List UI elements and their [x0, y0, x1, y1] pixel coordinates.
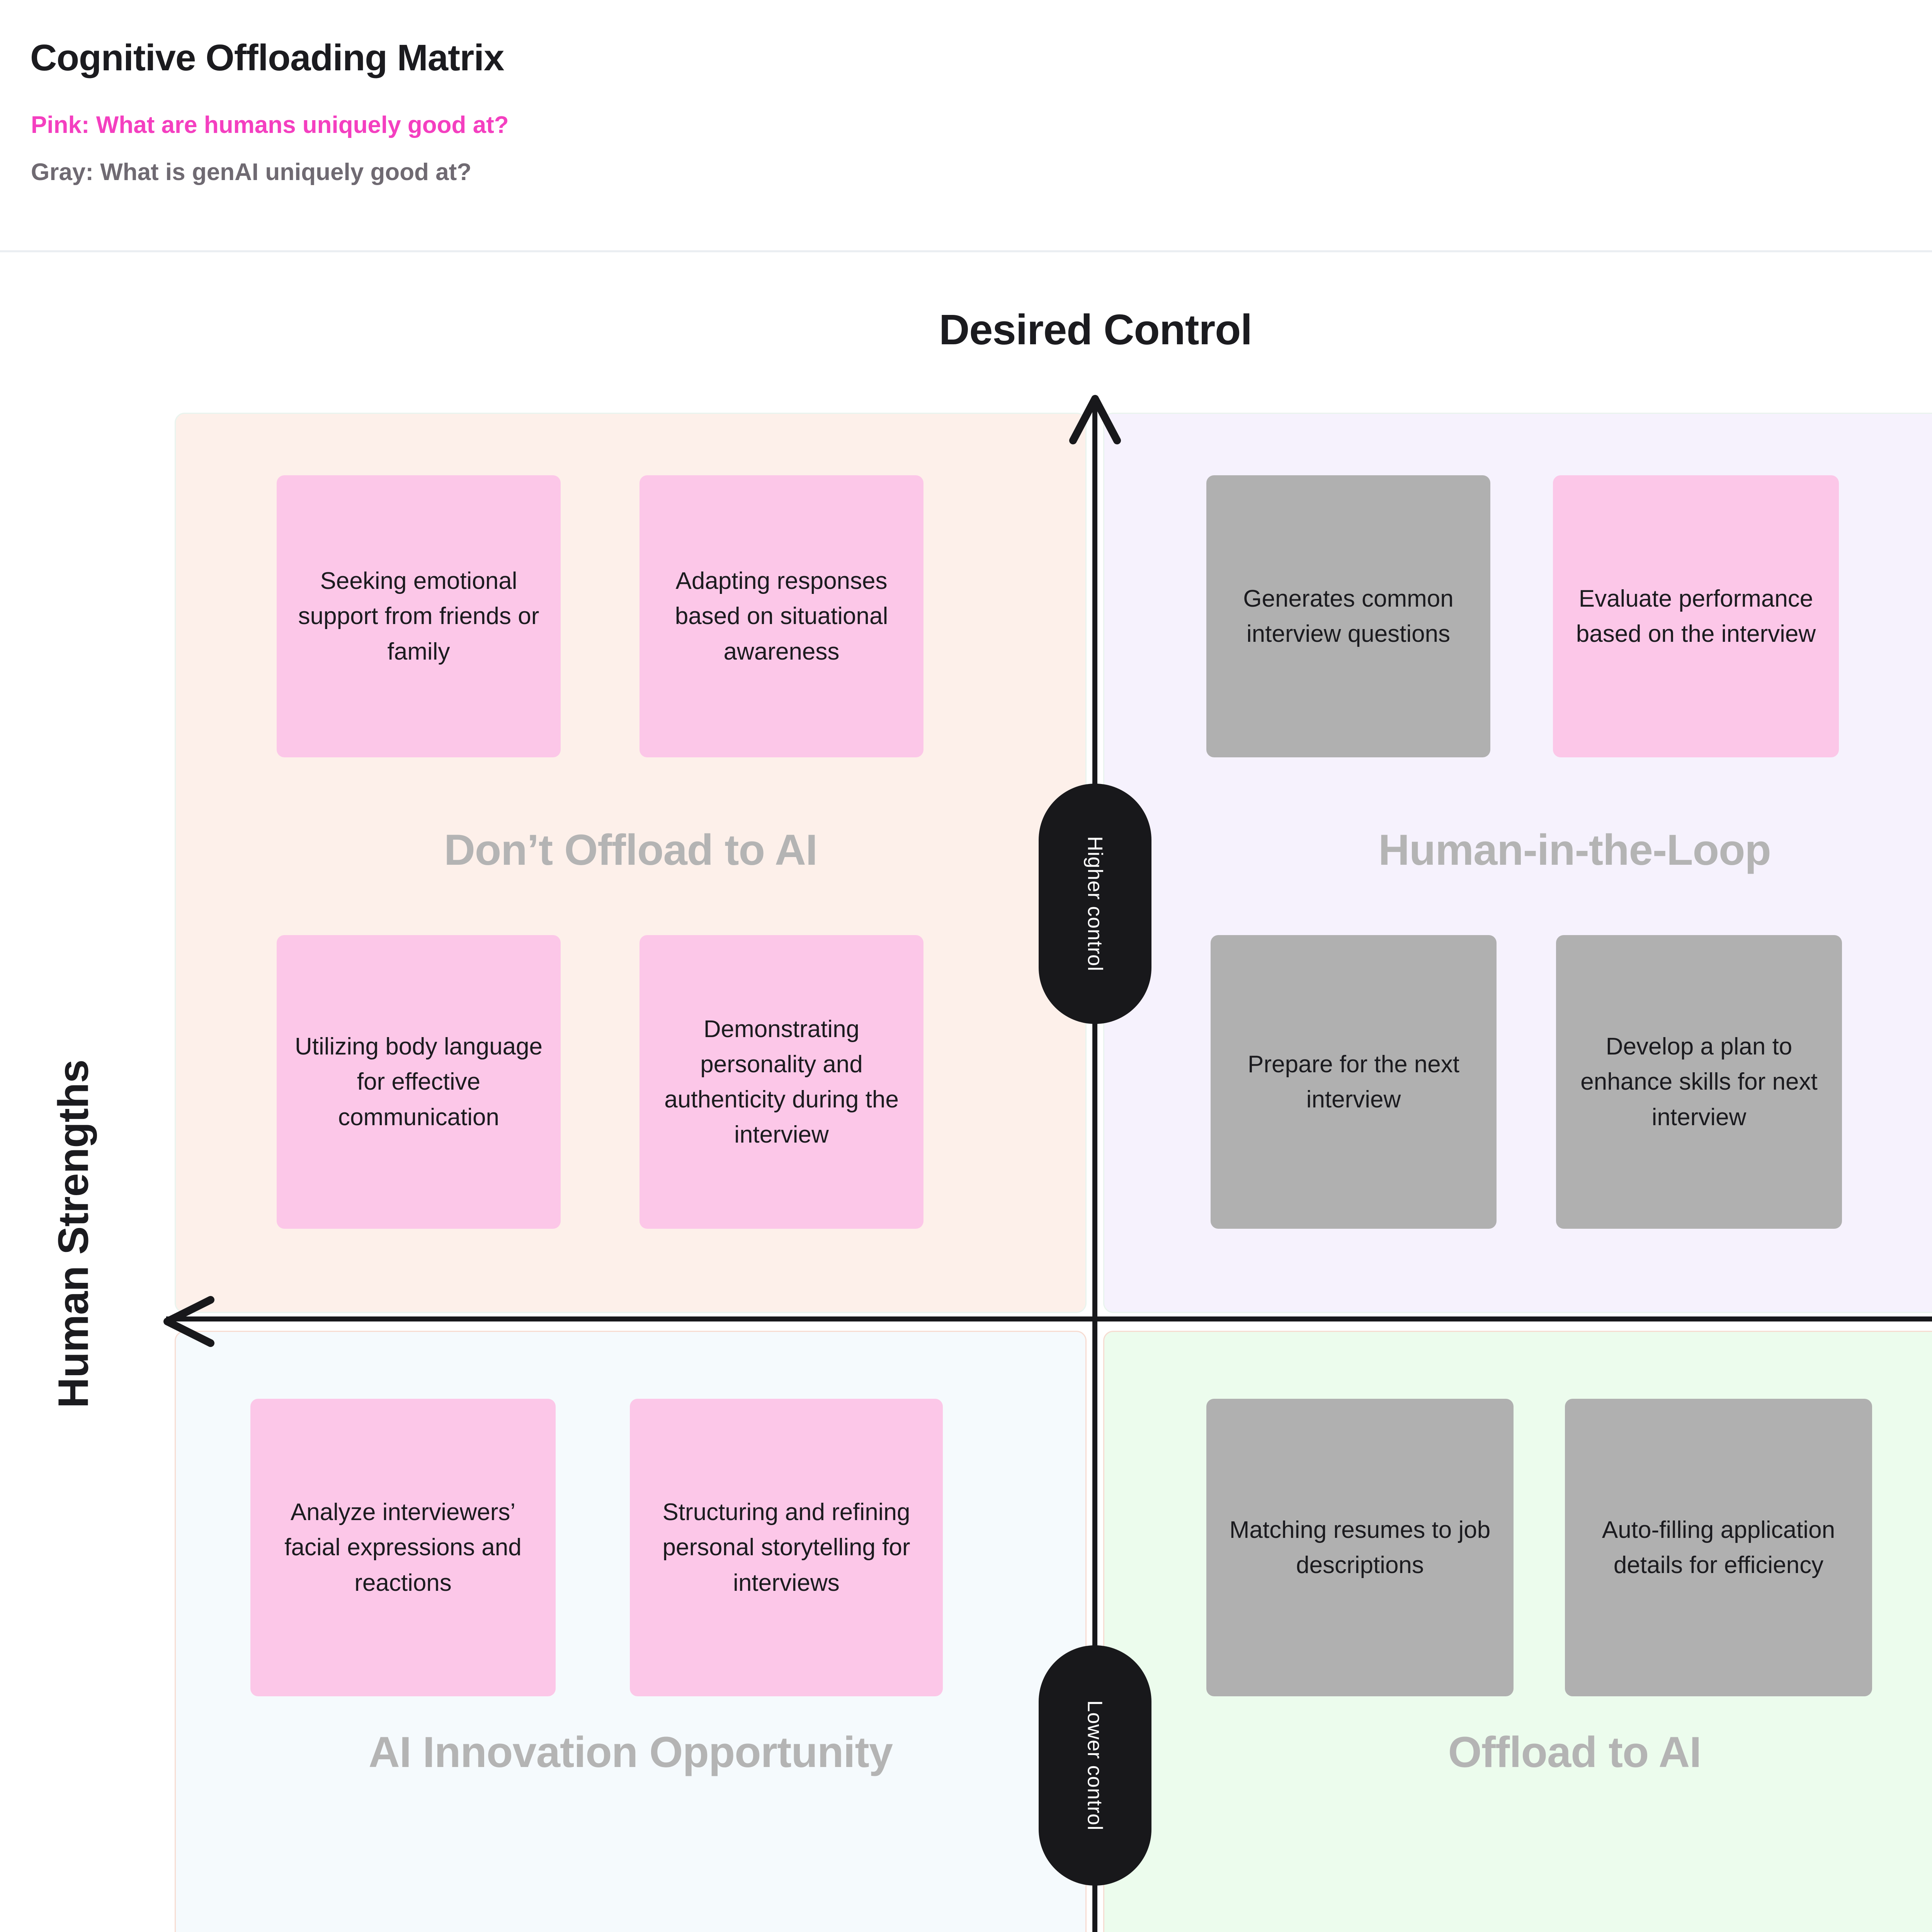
legend-pink-line: Pink: What are humans uniquely good at?: [31, 112, 509, 138]
axis-label-desired-control: Desired Control: [939, 306, 1252, 354]
matrix-item-card[interactable]: Develop a plan to enhance skills for nex…: [1556, 935, 1842, 1229]
matrix-item-card[interactable]: Prepare for the next interview: [1211, 935, 1497, 1229]
badge-higher-control: Higher control: [1039, 784, 1151, 1024]
badge-lower-control: Lower control: [1039, 1645, 1151, 1886]
axis-label-human-strengths: Human Strengths: [49, 1060, 97, 1408]
legend-gray-line: Gray: What is genAI uniquely good at?: [31, 159, 472, 185]
matrix-item-card[interactable]: Seeking emotional support from friends o…: [277, 475, 561, 757]
header-divider: [0, 250, 1932, 252]
arrow-up-icon: [1068, 394, 1122, 448]
matrix-item-card[interactable]: Analyze interviewers’ facial expressions…: [250, 1399, 556, 1696]
page-header: Cognitive Offloading Matrix Pink: What a…: [0, 0, 1932, 252]
badge-higher-control-label: Higher control: [1083, 836, 1107, 972]
matrix-item-card[interactable]: Matching resumes to job descriptions: [1206, 1399, 1514, 1696]
quadrant-title-dont-offload: Don’t Offload to AI: [444, 826, 818, 874]
arrow-left-icon: [160, 1294, 218, 1349]
quadrant-title-ai-innovation-opportunity: AI Innovation Opportunity: [368, 1728, 893, 1776]
page-title: Cognitive Offloading Matrix: [30, 37, 504, 78]
matrix-item-card[interactable]: Generates common interview questions: [1206, 475, 1490, 757]
quadrant-title-offload-to-ai: Offload to AI: [1448, 1728, 1702, 1776]
matrix-item-card[interactable]: Adapting responses based on situational …: [639, 475, 923, 757]
quadrant-title-human-in-the-loop: Human-in-the-Loop: [1378, 826, 1771, 874]
matrix-item-card[interactable]: Evaluate performance based on the interv…: [1553, 475, 1839, 757]
badge-lower-control-label: Lower control: [1083, 1700, 1107, 1831]
matrix-item-card[interactable]: Structuring and refining personal storyt…: [630, 1399, 943, 1696]
matrix-item-card[interactable]: Auto-filling application details for eff…: [1565, 1399, 1872, 1696]
vertical-axis-line: [1092, 398, 1097, 1932]
matrix-item-card[interactable]: Demonstrating personality and authentici…: [639, 935, 923, 1229]
horizontal-axis-line: [166, 1316, 1932, 1321]
matrix-item-card[interactable]: Utilizing body language for effective co…: [277, 935, 561, 1229]
